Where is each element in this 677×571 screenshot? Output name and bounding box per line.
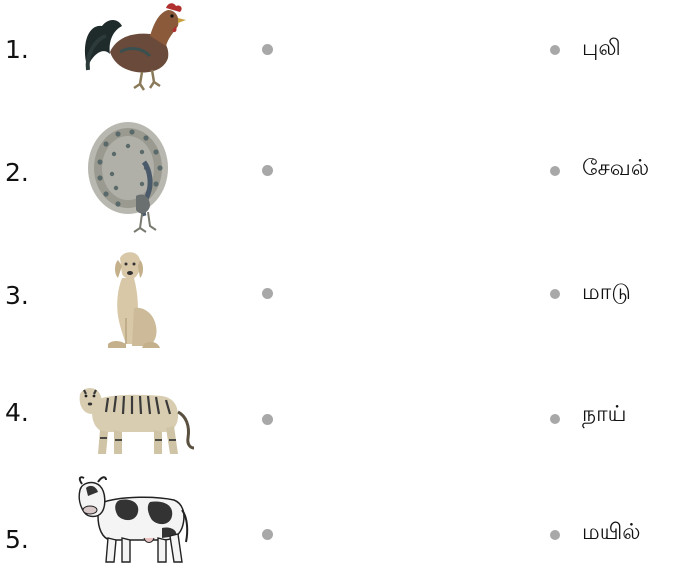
match-row-1: 1. புலி xyxy=(0,0,677,120)
match-dot-right[interactable] xyxy=(550,530,560,540)
match-dot-left[interactable] xyxy=(262,165,273,176)
item-number: 2. xyxy=(5,158,29,187)
match-dot-right[interactable] xyxy=(550,414,560,424)
animal-word: நாய் xyxy=(582,402,627,427)
cow-picture xyxy=(78,476,189,563)
animal-word: மாடு xyxy=(582,280,631,305)
match-dot-left[interactable] xyxy=(262,529,273,540)
match-dot-left[interactable] xyxy=(262,44,273,55)
animal-word: புலி xyxy=(582,36,621,61)
item-number: 3. xyxy=(5,281,29,310)
item-number: 1. xyxy=(5,35,29,64)
animal-word: சேவல் xyxy=(582,156,650,181)
match-dot-left[interactable] xyxy=(262,288,273,299)
item-number: 5. xyxy=(5,525,29,554)
match-row-2: 2. சேவல் xyxy=(0,0,677,233)
match-row-3: 3. மாடு xyxy=(0,0,677,348)
animal-word: மயில் xyxy=(582,520,641,545)
tiger-picture xyxy=(79,388,195,454)
match-dot-right[interactable] xyxy=(550,166,560,176)
match-row-4: 4. நாய் xyxy=(0,0,677,454)
peacock-picture xyxy=(88,122,168,233)
dog-picture xyxy=(108,252,160,348)
match-dot-right[interactable] xyxy=(550,45,560,55)
rooster-picture xyxy=(84,3,186,91)
match-dot-left[interactable] xyxy=(262,414,273,425)
match-dot-right[interactable] xyxy=(550,289,560,299)
item-number: 4. xyxy=(5,398,29,427)
